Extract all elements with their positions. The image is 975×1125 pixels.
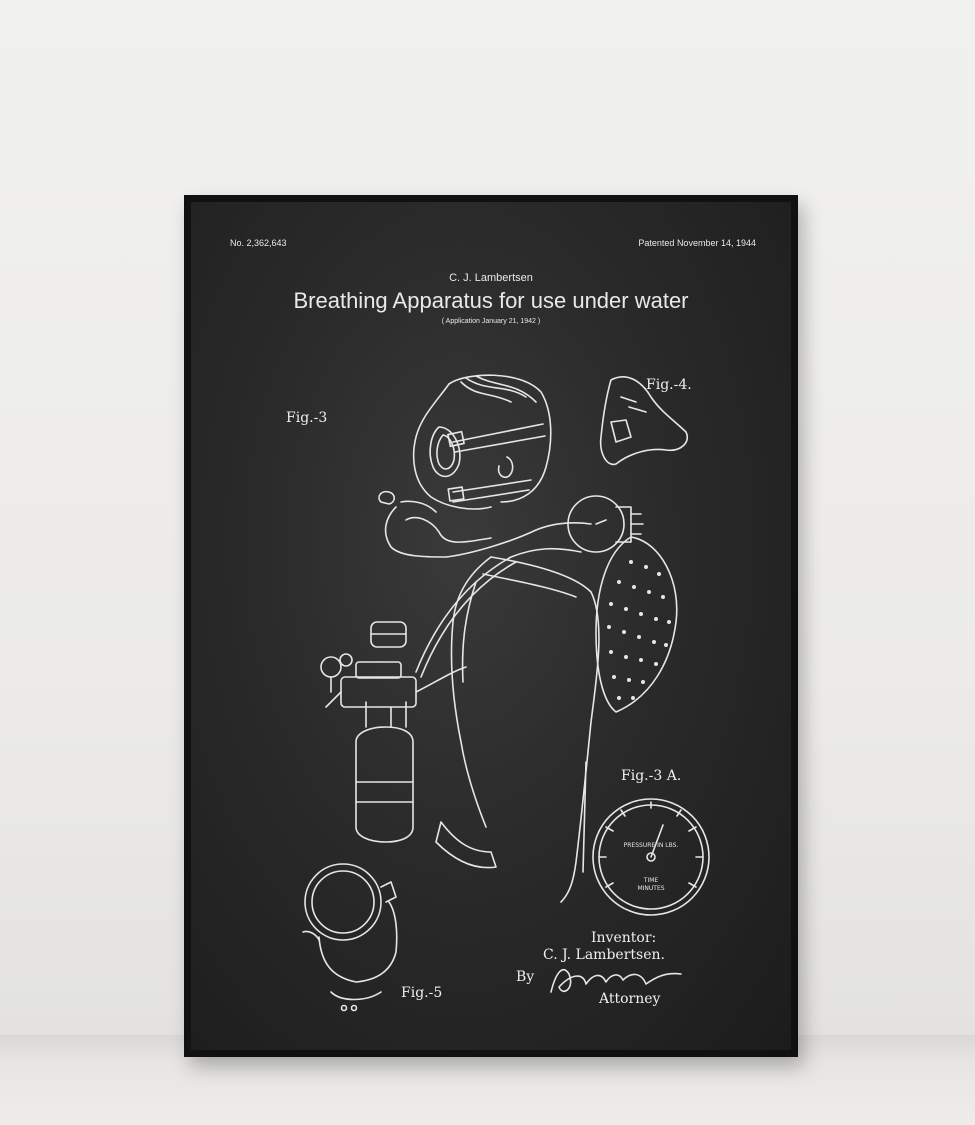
patent-number: No. 2,362,643 xyxy=(230,238,287,248)
patent-drawing: Fig.-3 Fig.-4. Fig.-3 A. Fig.-5 xyxy=(286,374,710,1012)
attorney-label: Attorney xyxy=(599,991,661,1007)
harness xyxy=(415,547,582,678)
gauge-minutes-label: MINUTES xyxy=(637,885,664,892)
attorney-signature xyxy=(550,968,682,993)
poster-title: Breathing Apparatus for use under water xyxy=(293,288,689,313)
patent-date: Patented November 14, 1944 xyxy=(638,238,756,248)
oxygen-cylinder xyxy=(320,621,467,843)
fig5-sketch xyxy=(302,863,398,1012)
pressure-gauge: PRESSURE IN LBS. TIME MINUTES xyxy=(592,798,710,916)
fig4-label: Fig.-4. xyxy=(646,377,692,393)
fig3-label: Fig.-3 xyxy=(286,410,327,426)
poster-frame: No. 2,362,643 Patented November 14, 1944… xyxy=(184,195,798,1057)
application-date: ( Application January 21, 1942 ) xyxy=(441,318,541,325)
inventor-name: C. J. Lambertsen xyxy=(449,272,533,284)
gauge-pressure-label: PRESSURE IN LBS. xyxy=(624,842,679,849)
gauge-time-label: TIME xyxy=(643,877,659,884)
breathing-bag xyxy=(567,495,644,553)
hose xyxy=(378,490,592,558)
chalkboard-poster: No. 2,362,643 Patented November 14, 1944… xyxy=(191,202,791,1050)
counterlung xyxy=(595,536,678,713)
fig4-sketch xyxy=(599,376,688,466)
fig5-label: Fig.-5 xyxy=(401,985,442,1001)
fig3a-label: Fig.-3 A. xyxy=(621,768,681,784)
diver-body xyxy=(435,556,600,903)
diver-head xyxy=(412,374,552,510)
inventor-signature-name: C. J. Lambertsen. xyxy=(543,947,665,963)
by-label: By xyxy=(516,969,535,985)
inventor-label: Inventor: xyxy=(591,930,657,946)
